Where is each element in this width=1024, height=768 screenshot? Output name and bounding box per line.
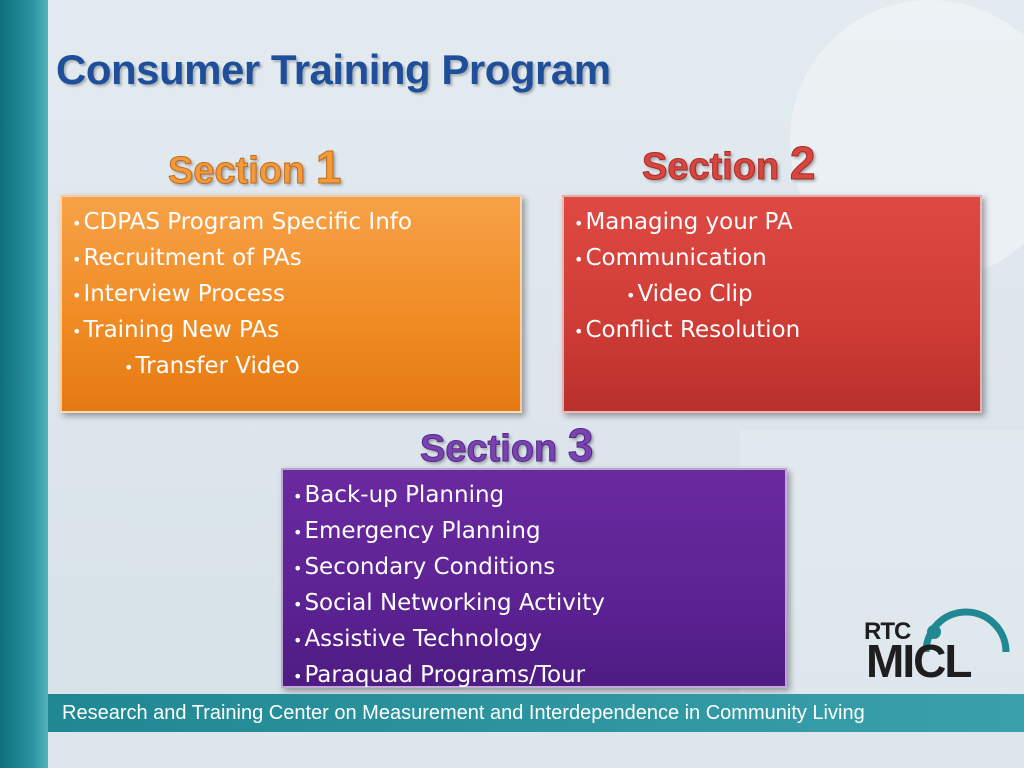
section-2-item-1: Managing your PA — [574, 205, 970, 241]
section-2-list: Managing your PA Communication Video Cli… — [574, 205, 970, 349]
logo-arc-icon — [922, 608, 1010, 653]
footer-text: Research and Training Center on Measurem… — [62, 702, 865, 724]
section-3-item-5: Assistive Technology — [293, 622, 775, 658]
section-2-item-2: Communication — [574, 241, 970, 277]
section-2-subitem-1: Video Clip — [574, 277, 970, 313]
section-3-item-3: Secondary Conditions — [293, 550, 775, 586]
section-3-heading: Section 3 — [419, 418, 594, 472]
section-2-item-3: Conflict Resolution — [574, 313, 970, 349]
left-accent-bar — [0, 0, 48, 768]
section-1-item-1: CDPAS Program Specific Info — [72, 205, 510, 241]
section-3-heading-word: Section — [419, 428, 558, 471]
slide-title: Consumer Training Program — [56, 46, 611, 93]
section-3-item-6: Paraquad Programs/Tour — [293, 658, 775, 694]
section-3-box: Back-up Planning Emergency Planning Seco… — [281, 468, 787, 688]
bottom-strip — [48, 732, 1024, 768]
section-3-item-1: Back-up Planning — [293, 478, 775, 514]
section-2-heading-number: 2 — [789, 137, 816, 190]
section-1-item-2: Recruitment of PAs — [72, 241, 510, 277]
section-1-subitem-1: Transfer Video — [72, 349, 510, 385]
section-3-item-4: Social Networking Activity — [293, 586, 775, 622]
section-1-heading-number: 1 — [315, 141, 342, 194]
section-2-heading-word: Section — [641, 146, 780, 189]
footer-bar — [48, 694, 1024, 732]
logo-micl-text: MICL — [866, 635, 972, 687]
section-1-list: CDPAS Program Specific Info Recruitment … — [72, 205, 510, 385]
section-3-item-2: Emergency Planning — [293, 514, 775, 550]
section-1-heading-word: Section — [167, 150, 306, 193]
section-1-item-4: Training New PAs — [72, 313, 510, 349]
section-2-box: Managing your PA Communication Video Cli… — [562, 195, 982, 413]
decorative-panel — [740, 430, 1024, 730]
section-1-box: CDPAS Program Specific Info Recruitment … — [60, 195, 522, 413]
section-2-heading: Section 2 — [641, 136, 816, 190]
section-3-list: Back-up Planning Emergency Planning Seco… — [293, 478, 775, 694]
logo-rtc-text: RTC — [864, 618, 911, 645]
section-1-item-3: Interview Process — [72, 277, 510, 313]
section-1-heading: Section 1 — [167, 140, 342, 194]
rtc-micl-logo: RTC MICL — [864, 596, 1014, 688]
section-3-heading-number: 3 — [567, 419, 594, 472]
